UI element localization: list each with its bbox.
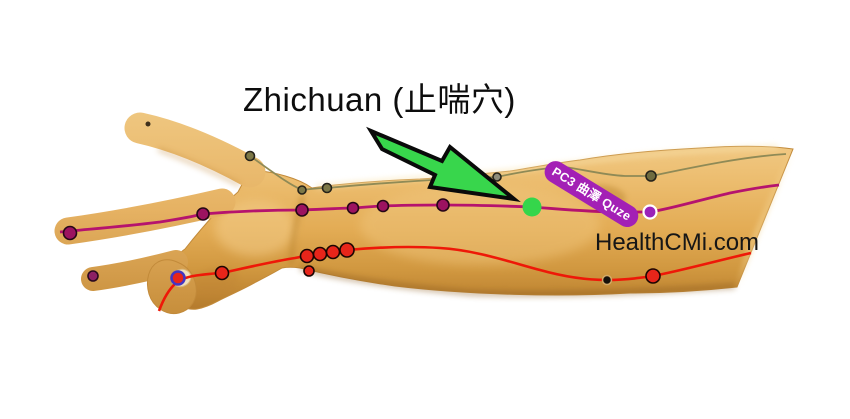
- acupoint-dot: [376, 199, 390, 213]
- acupoint-dot: [645, 268, 661, 284]
- acupoint-dot: [303, 265, 315, 277]
- acupoint-dot: [196, 207, 210, 221]
- index-finger: [124, 112, 266, 188]
- acupoint-dot: [642, 204, 658, 220]
- lung-meridian-line: [157, 245, 752, 312]
- acupoint-dot: [436, 198, 450, 212]
- acupoint-dot: [297, 185, 307, 195]
- acupoint-dot: [321, 182, 333, 194]
- acupoint-dot: [244, 150, 256, 162]
- watermark-text: HealthCMi.com: [595, 229, 760, 256]
- acupoint-dots: [62, 121, 661, 286]
- acupoint-dot: [601, 274, 613, 286]
- acupoint-dot: [325, 244, 341, 260]
- bottom-shadow: [299, 265, 736, 298]
- acupoint-dot: [312, 246, 328, 262]
- top-rim-highlight: [315, 145, 779, 189]
- cut-face-highlight: [737, 149, 793, 287]
- point-title: Zhichuan (止喘穴): [243, 81, 516, 118]
- acupoint-dot: [492, 172, 502, 182]
- index-finger-shadow: [157, 147, 241, 187]
- zhichuan-point-marker: [522, 197, 542, 217]
- acupoint-dot: [295, 203, 309, 217]
- acupoint-dot: [299, 248, 315, 264]
- acupoint-dot: [645, 170, 657, 182]
- acupoint-dot: [87, 270, 99, 282]
- palm-highlight: [215, 200, 295, 256]
- acupoint-dot: [145, 121, 151, 127]
- acupoint-dot: [346, 201, 360, 215]
- green-arrow-icon: [366, 126, 521, 203]
- acupoint-dot: [214, 265, 230, 281]
- acupoint-dot: [170, 270, 186, 286]
- acupoint-dot: [62, 225, 78, 241]
- acupoint-dot: [339, 242, 355, 258]
